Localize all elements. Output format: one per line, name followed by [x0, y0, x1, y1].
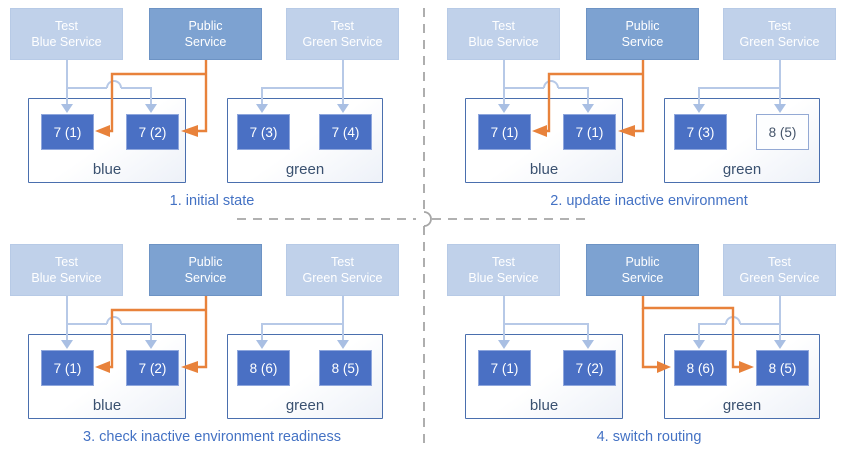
service-label-line1: Test	[55, 18, 78, 33]
pod: 7 (3)	[237, 114, 290, 150]
service-label-line2: Service	[621, 35, 664, 49]
test-green-service-box: Test Green Service	[286, 8, 399, 60]
service-label-line1: Public	[188, 254, 223, 269]
stage-caption: 4. switch routing	[596, 429, 702, 445]
service-label-line1: Public	[625, 18, 660, 33]
quadrant-2-update-inactive: Test Blue Service Public Service Test Gr…	[437, 0, 848, 218]
pod: 8 (6)	[237, 350, 290, 386]
service-label-line2: Service	[184, 35, 227, 49]
service-label-line1: Test	[768, 18, 791, 33]
pod: 7 (1)	[478, 114, 531, 150]
service-label-line1: Test	[768, 254, 791, 269]
public-routing-connector	[198, 60, 208, 133]
environment-label: green	[722, 161, 762, 178]
pod: 8 (6)	[674, 350, 727, 386]
stage-caption: 2. update inactive environment	[550, 193, 748, 209]
test-green-service-box: Test Green Service	[723, 244, 836, 296]
public-service-box: Public Service	[149, 8, 262, 60]
service-label-line2: Blue Service	[31, 271, 102, 285]
public-service-box: Public Service	[586, 8, 699, 60]
service-label-line1: Test	[55, 254, 78, 269]
blue-environment-box: 7 (1) 7 (1) blue	[465, 98, 623, 183]
environment-label: blue	[529, 161, 559, 178]
quadrant-4-switch-routing: Test Blue Service Public Service Test Gr…	[437, 236, 848, 454]
service-label-line2: Blue Service	[31, 35, 102, 49]
public-routing-connector	[635, 60, 645, 133]
environment-label: green	[285, 161, 325, 178]
public-service-box: Public Service	[586, 244, 699, 296]
pod: 8 (5)	[319, 350, 372, 386]
test-green-service-box: Test Green Service	[286, 244, 399, 296]
service-label-line2: Blue Service	[468, 35, 539, 49]
connector-hop-arc	[543, 80, 559, 89]
quadrant-3-check-readiness: Test Blue Service Public Service Test Gr…	[0, 236, 424, 454]
pod: 7 (1)	[41, 114, 94, 150]
service-label-line2: Green Service	[302, 35, 383, 49]
blue-environment-box: 7 (1) 7 (2) blue	[465, 334, 623, 419]
green-environment-box: 7 (3) 7 (4) green	[227, 98, 383, 183]
test-blue-service-box: Test Blue Service	[10, 244, 123, 296]
pod: 7 (2)	[126, 350, 179, 386]
service-label-line1: Public	[625, 254, 660, 269]
pod: 7 (2)	[563, 350, 616, 386]
environment-label: green	[722, 397, 762, 414]
pod: 7 (2)	[126, 114, 179, 150]
pod: 7 (1)	[563, 114, 616, 150]
blue-environment-box: 7 (1) 7 (2) blue	[28, 334, 186, 419]
blue-environment-box: 7 (1) 7 (2) blue	[28, 98, 186, 183]
connector-hop-arc	[106, 316, 122, 325]
service-label-line1: Test	[331, 18, 354, 33]
stage-caption: 1. initial state	[169, 193, 255, 209]
service-label-line2: Green Service	[739, 35, 820, 49]
test-blue-service-box: Test Blue Service	[447, 8, 560, 60]
test-blue-service-box: Test Blue Service	[447, 244, 560, 296]
service-label-line1: Test	[492, 18, 515, 33]
environment-label: blue	[92, 397, 122, 414]
service-label-line2: Green Service	[302, 271, 383, 285]
test-blue-service-box: Test Blue Service	[10, 8, 123, 60]
service-label-line2: Service	[621, 271, 664, 285]
service-label-line1: Test	[331, 254, 354, 269]
connector-hop-arc	[725, 316, 741, 325]
pod: 7 (4)	[319, 114, 372, 150]
pod: 7 (1)	[478, 350, 531, 386]
test-green-service-box: Test Green Service	[723, 8, 836, 60]
environment-label: blue	[529, 397, 559, 414]
stage-caption: 3. check inactive environment readiness	[83, 429, 341, 445]
pod: 7 (3)	[674, 114, 727, 150]
public-service-box: Public Service	[149, 244, 262, 296]
service-label-line2: Service	[184, 271, 227, 285]
pod-updating: 8 (5)	[756, 114, 809, 150]
green-environment-box: 8 (6) 8 (5) green	[227, 334, 383, 419]
environment-label: blue	[92, 161, 122, 178]
green-environment-box: 7 (3) 8 (5) green	[664, 98, 820, 183]
pod: 7 (1)	[41, 350, 94, 386]
public-routing-connector	[198, 296, 208, 369]
service-label-line2: Blue Service	[468, 271, 539, 285]
service-label-line1: Test	[492, 254, 515, 269]
quadrant-1-initial-state: Test Blue Service Public Service Test Gr…	[0, 0, 424, 218]
green-environment-box: 8 (6) 8 (5) green	[664, 334, 820, 419]
environment-label: green	[285, 397, 325, 414]
service-label-line2: Green Service	[739, 271, 820, 285]
pod: 8 (5)	[756, 350, 809, 386]
service-label-line1: Public	[188, 18, 223, 33]
public-routing-connector	[641, 308, 657, 369]
connector-hop-arc	[106, 80, 122, 89]
divider-hop-arc	[423, 211, 432, 227]
